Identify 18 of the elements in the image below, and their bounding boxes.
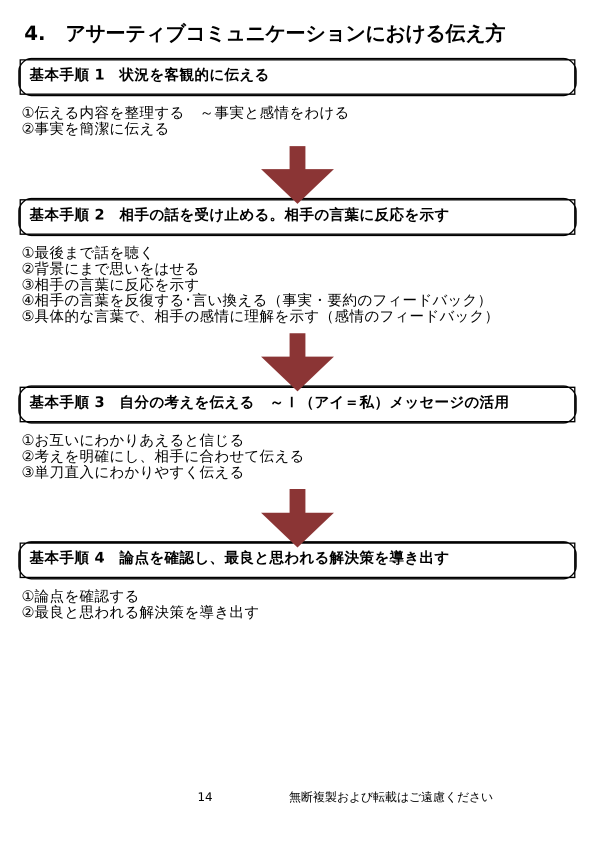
node-label: ②最良と思われる解決策を導き出す [22, 604, 260, 621]
label: 14 [198, 790, 213, 804]
node-label: ③相手の言葉に反応を示す [22, 277, 200, 294]
node-label: ②背景にまで思いをはせる [22, 262, 200, 278]
node-label: ⑤具体的な言葉で、相手の感情に理解を示す（感情のフィードバック） [22, 309, 500, 326]
node-label: ①最後まで話を聴く [22, 246, 155, 262]
diagram-title: 4. アサーティブコミュニケーションにおける伝え方 [24, 22, 506, 46]
arrow [261, 489, 334, 548]
node-label: ①論点を確認する [22, 588, 140, 605]
node-label: ①お互いにわかりあえると信じる [22, 433, 245, 450]
node-label: ②事実を簡潔に伝える [22, 122, 170, 138]
label: 無断複製および転載はご遠慮ください [289, 790, 494, 804]
arrow [261, 333, 334, 392]
node-label: ①伝える内容を整理する ～事実と感情をわける [22, 106, 350, 122]
node-label: ③単刀直入にわかりやすく伝える [22, 464, 245, 481]
node-label: ②考えを明確にし、相手に合わせて伝える [22, 449, 305, 466]
arrow [261, 146, 334, 204]
node-label: ④相手の言葉を反復する･言い換える（事実・要約のフィードバック） [22, 293, 493, 310]
